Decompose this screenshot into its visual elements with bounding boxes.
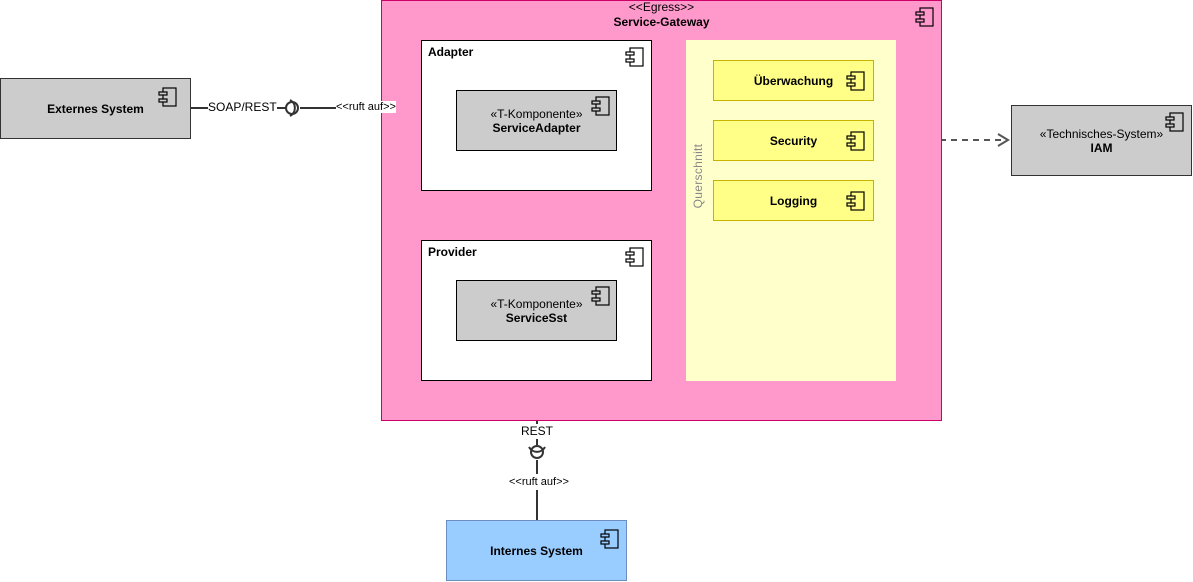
calls-label-bottom: <<ruft auf>> — [509, 476, 569, 488]
component-icon — [846, 71, 865, 91]
rest-provided-interface — [530, 445, 544, 459]
rest-label: REST — [521, 424, 554, 438]
component-icon — [591, 96, 610, 116]
component-icon — [591, 286, 610, 306]
component-icon — [625, 247, 644, 267]
adapter-title: Adapter — [428, 45, 474, 59]
service-adapter-stereotype: «T-Komponente» — [490, 106, 583, 121]
component-icon — [158, 87, 177, 107]
security-iam-arrowhead — [997, 133, 1010, 147]
calls-label-top: <<ruft auf>> — [336, 101, 396, 113]
component-icon — [915, 7, 934, 27]
component-icon — [625, 47, 644, 67]
monitoring-name: Überwachung — [753, 73, 834, 88]
external-system[interactable]: Externes System — [0, 78, 191, 139]
gateway-stereotype: <<Egress>> — [628, 0, 695, 14]
logging-name: Logging — [769, 193, 818, 208]
soap-rest-label: SOAP/REST — [208, 100, 277, 114]
service-adapter-name: ServiceAdapter — [492, 120, 581, 135]
component-icon — [846, 131, 865, 151]
service-sst-stereotype: «T-Komponente» — [490, 296, 583, 311]
soap-provided-interface — [285, 101, 299, 115]
provider-title: Provider — [428, 245, 477, 259]
crosscut-title: Querschnitt — [691, 143, 705, 209]
crosscut-item-monitoring[interactable]: Überwachung — [713, 60, 874, 101]
crosscut-item-security[interactable]: Security — [713, 120, 874, 161]
gateway-title: Service-Gateway — [613, 15, 710, 29]
component-icon — [600, 529, 619, 549]
component-icon — [846, 191, 865, 211]
iam-name: IAM — [1090, 140, 1113, 155]
internal-system-name: Internes System — [490, 543, 583, 558]
iam-system[interactable]: «Technisches-System» IAM — [1011, 105, 1192, 176]
rest-required-socket — [528, 446, 546, 453]
service-adapter-component[interactable]: «T-Komponente» ServiceAdapter — [456, 90, 617, 151]
external-system-name: Externes System — [47, 101, 144, 116]
soap-required-socket — [289, 99, 296, 117]
service-sst-name: ServiceSst — [505, 310, 568, 325]
security-name: Security — [769, 133, 818, 148]
service-sst-component[interactable]: «T-Komponente» ServiceSst — [456, 280, 617, 341]
internal-system[interactable]: Internes System — [446, 520, 627, 581]
iam-stereotype: «Technisches-System» — [1039, 126, 1164, 141]
component-icon — [1165, 112, 1184, 132]
crosscut-item-logging[interactable]: Logging — [713, 180, 874, 221]
